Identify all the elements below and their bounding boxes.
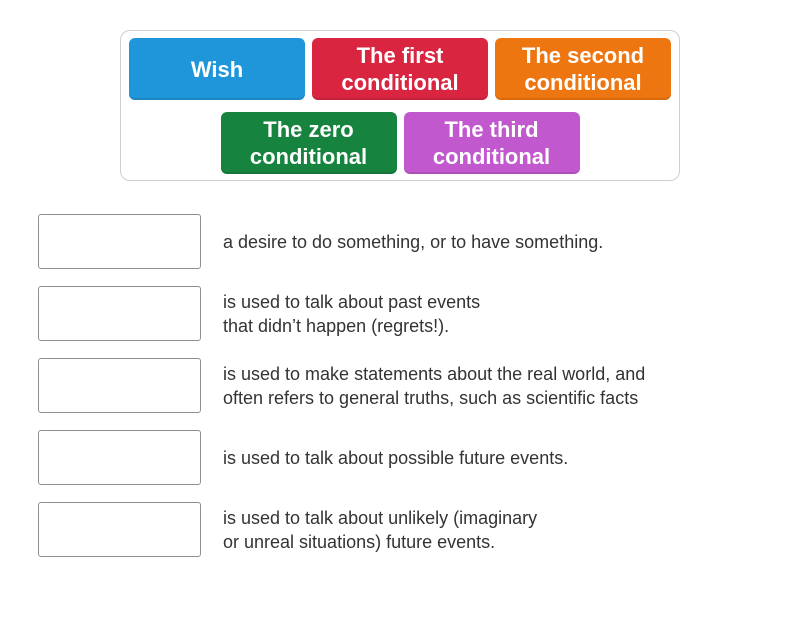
match-list: a desire to do something, or to have som… — [38, 214, 800, 557]
word-bank: Wish The first conditional The second co… — [120, 30, 680, 181]
word-bank-row-1: Wish The first conditional The second co… — [129, 38, 671, 100]
clue-text: is used to make statements about the rea… — [223, 363, 646, 408]
answer-drop-slot[interactable] — [38, 286, 201, 341]
clue-text: a desire to do something, or to have som… — [223, 231, 604, 252]
clue-text: is used to talk about possible future ev… — [223, 447, 569, 468]
answer-drop-slot[interactable] — [38, 214, 201, 269]
answer-drop-slot[interactable] — [38, 502, 201, 557]
tile-third-conditional[interactable]: The third conditional — [403, 112, 580, 174]
word-bank-row-2: The zero conditional The third condition… — [129, 112, 671, 174]
match-row: is used to talk about possible future ev… — [38, 430, 800, 485]
match-row: is used to make statements about the rea… — [38, 358, 800, 413]
tile-zero-conditional[interactable]: The zero conditional — [220, 112, 397, 174]
tile-wish[interactable]: Wish — [129, 38, 305, 100]
answer-drop-slot[interactable] — [38, 430, 201, 485]
match-row: a desire to do something, or to have som… — [38, 214, 800, 269]
match-row: is used to talk about unlikely (imaginar… — [38, 502, 800, 557]
clue-text: is used to talk about past events that d… — [223, 291, 481, 336]
clue-text: is used to talk about unlikely (imaginar… — [223, 507, 538, 552]
match-up-activity: Wish The first conditional The second co… — [0, 30, 800, 630]
tile-first-conditional[interactable]: The first conditional — [312, 38, 488, 100]
answer-drop-slot[interactable] — [38, 358, 201, 413]
match-row: is used to talk about past events that d… — [38, 286, 800, 341]
tile-second-conditional[interactable]: The second conditional — [495, 38, 671, 100]
